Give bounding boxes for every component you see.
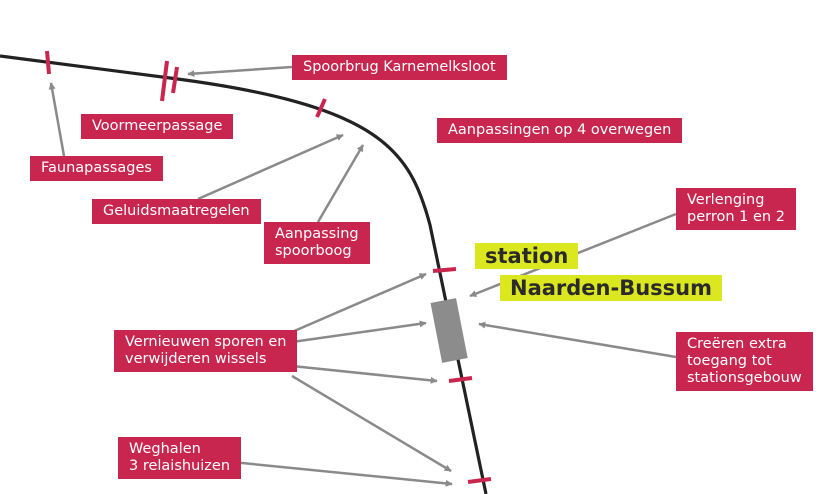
- label-text: Voormeerpassage: [92, 118, 223, 134]
- label-text: Aanpassingen op 4 overwegen: [448, 122, 672, 138]
- label-text: Weghalen: [129, 441, 201, 457]
- arrow-sporen-1: [291, 272, 427, 334]
- marker-voormeerpassage-2: [171, 66, 179, 94]
- label-text: Creëren extra: [687, 336, 787, 352]
- label-text: Vernieuwen sporen en: [125, 334, 287, 350]
- label-text: Aanpassing: [275, 226, 359, 242]
- label-aanpassing-spoorboog: Aanpassing spoorboog: [264, 222, 370, 264]
- arrow-toegang: [478, 321, 677, 359]
- arrow-spoorbrug: [187, 65, 293, 78]
- label-creeren-toegang: Creëren extra toegang tot stationsgebouw: [676, 332, 813, 391]
- marker-overweg-1: [315, 98, 327, 118]
- label-voormeerpassage: Voormeerpassage: [81, 114, 234, 139]
- marker-overweg-4: [467, 477, 492, 484]
- railway-track: [0, 54, 488, 494]
- label-spoorbrug-karnemelksloot: Spoorbrug Karnemelksloot: [292, 55, 507, 80]
- arrow-sporen-4: [291, 374, 452, 473]
- marker-voormeerpassage-1: [160, 60, 169, 102]
- label-text: Verlenging: [687, 192, 765, 208]
- arrow-faunapassages: [48, 82, 66, 157]
- label-text: 3 relaishuizen: [129, 458, 231, 474]
- station-label-line1: station: [475, 243, 579, 269]
- label-text: toegang tot: [687, 353, 772, 369]
- arrow-relaishuizen: [231, 460, 453, 487]
- label-aanpassingen-overwegen: Aanpassingen op 4 overwegen: [437, 118, 683, 143]
- label-faunapassages: Faunapassages: [30, 156, 163, 181]
- arrow-sporen-3: [291, 364, 438, 384]
- arrow-geluidsmaatregelen: [197, 133, 344, 201]
- label-verlenging-perron: Verlenging perron 1 en 2: [676, 188, 796, 230]
- marker-overweg-3: [448, 376, 473, 383]
- label-vernieuwen-sporen: Vernieuwen sporen en verwijderen wissels: [114, 330, 298, 372]
- arrow-spoorboog: [316, 144, 365, 223]
- track-markers: [45, 50, 492, 484]
- arrows: [48, 65, 677, 487]
- label-text: Geluidsmaatregelen: [103, 203, 250, 219]
- label-geluidsmaatregelen: Geluidsmaatregelen: [92, 199, 261, 224]
- label-weghalen-relaishuizen: Weghalen 3 relaishuizen: [118, 437, 242, 479]
- label-text: spoorboog: [275, 243, 352, 259]
- marker-faunapassage: [45, 50, 51, 75]
- station-label-line2: Naarden-Bussum: [500, 275, 723, 301]
- label-text: stationsgebouw: [687, 370, 802, 386]
- station-platform: [430, 298, 468, 363]
- arrow-sporen-2: [291, 320, 427, 344]
- label-text: Spoorbrug Karnemelksloot: [303, 59, 496, 75]
- label-text: perron 1 en 2: [687, 209, 785, 225]
- marker-overweg-2: [432, 267, 457, 273]
- label-text: verwijderen wissels: [125, 351, 267, 367]
- label-text: Faunapassages: [41, 160, 152, 176]
